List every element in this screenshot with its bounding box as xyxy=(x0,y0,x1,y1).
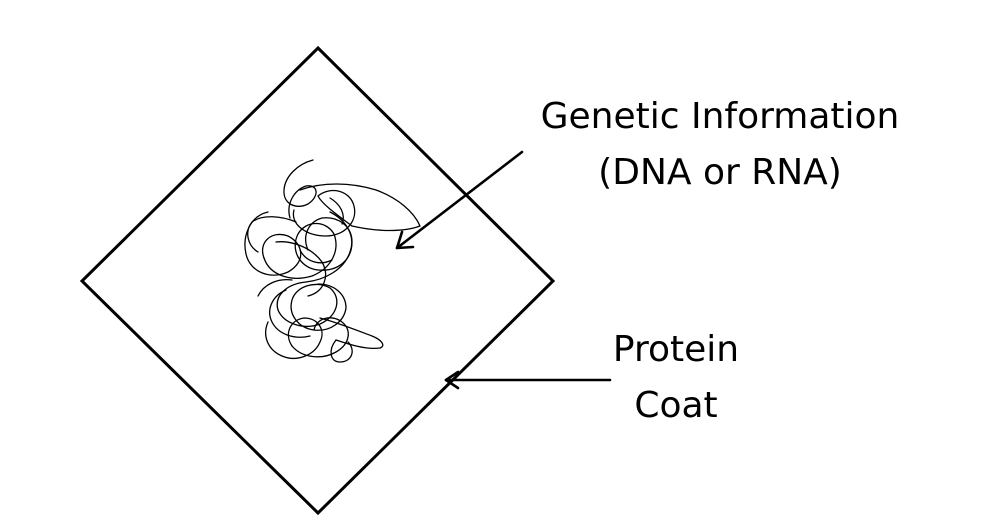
protein-coat-diamond xyxy=(79,45,556,516)
protein-label-line2: Coat xyxy=(634,385,718,426)
protein-label-line1: Protein xyxy=(612,329,740,370)
protein-arrow-head xyxy=(444,370,460,390)
genetic-arrow-shaft xyxy=(395,150,524,250)
genetic-arrow xyxy=(395,150,524,250)
protein-coat-label: Protein Coat xyxy=(582,322,770,434)
genetic-label-line2: (DNA or RNA) xyxy=(598,152,842,193)
genetic-arrow-head xyxy=(395,230,415,250)
genetic-information-label: Genetic Information (DNA or RNA) xyxy=(520,89,920,201)
genetic-material-scribble xyxy=(244,159,421,363)
genetic-label-line1: Genetic Information xyxy=(540,96,900,137)
protein-arrow xyxy=(444,370,612,390)
